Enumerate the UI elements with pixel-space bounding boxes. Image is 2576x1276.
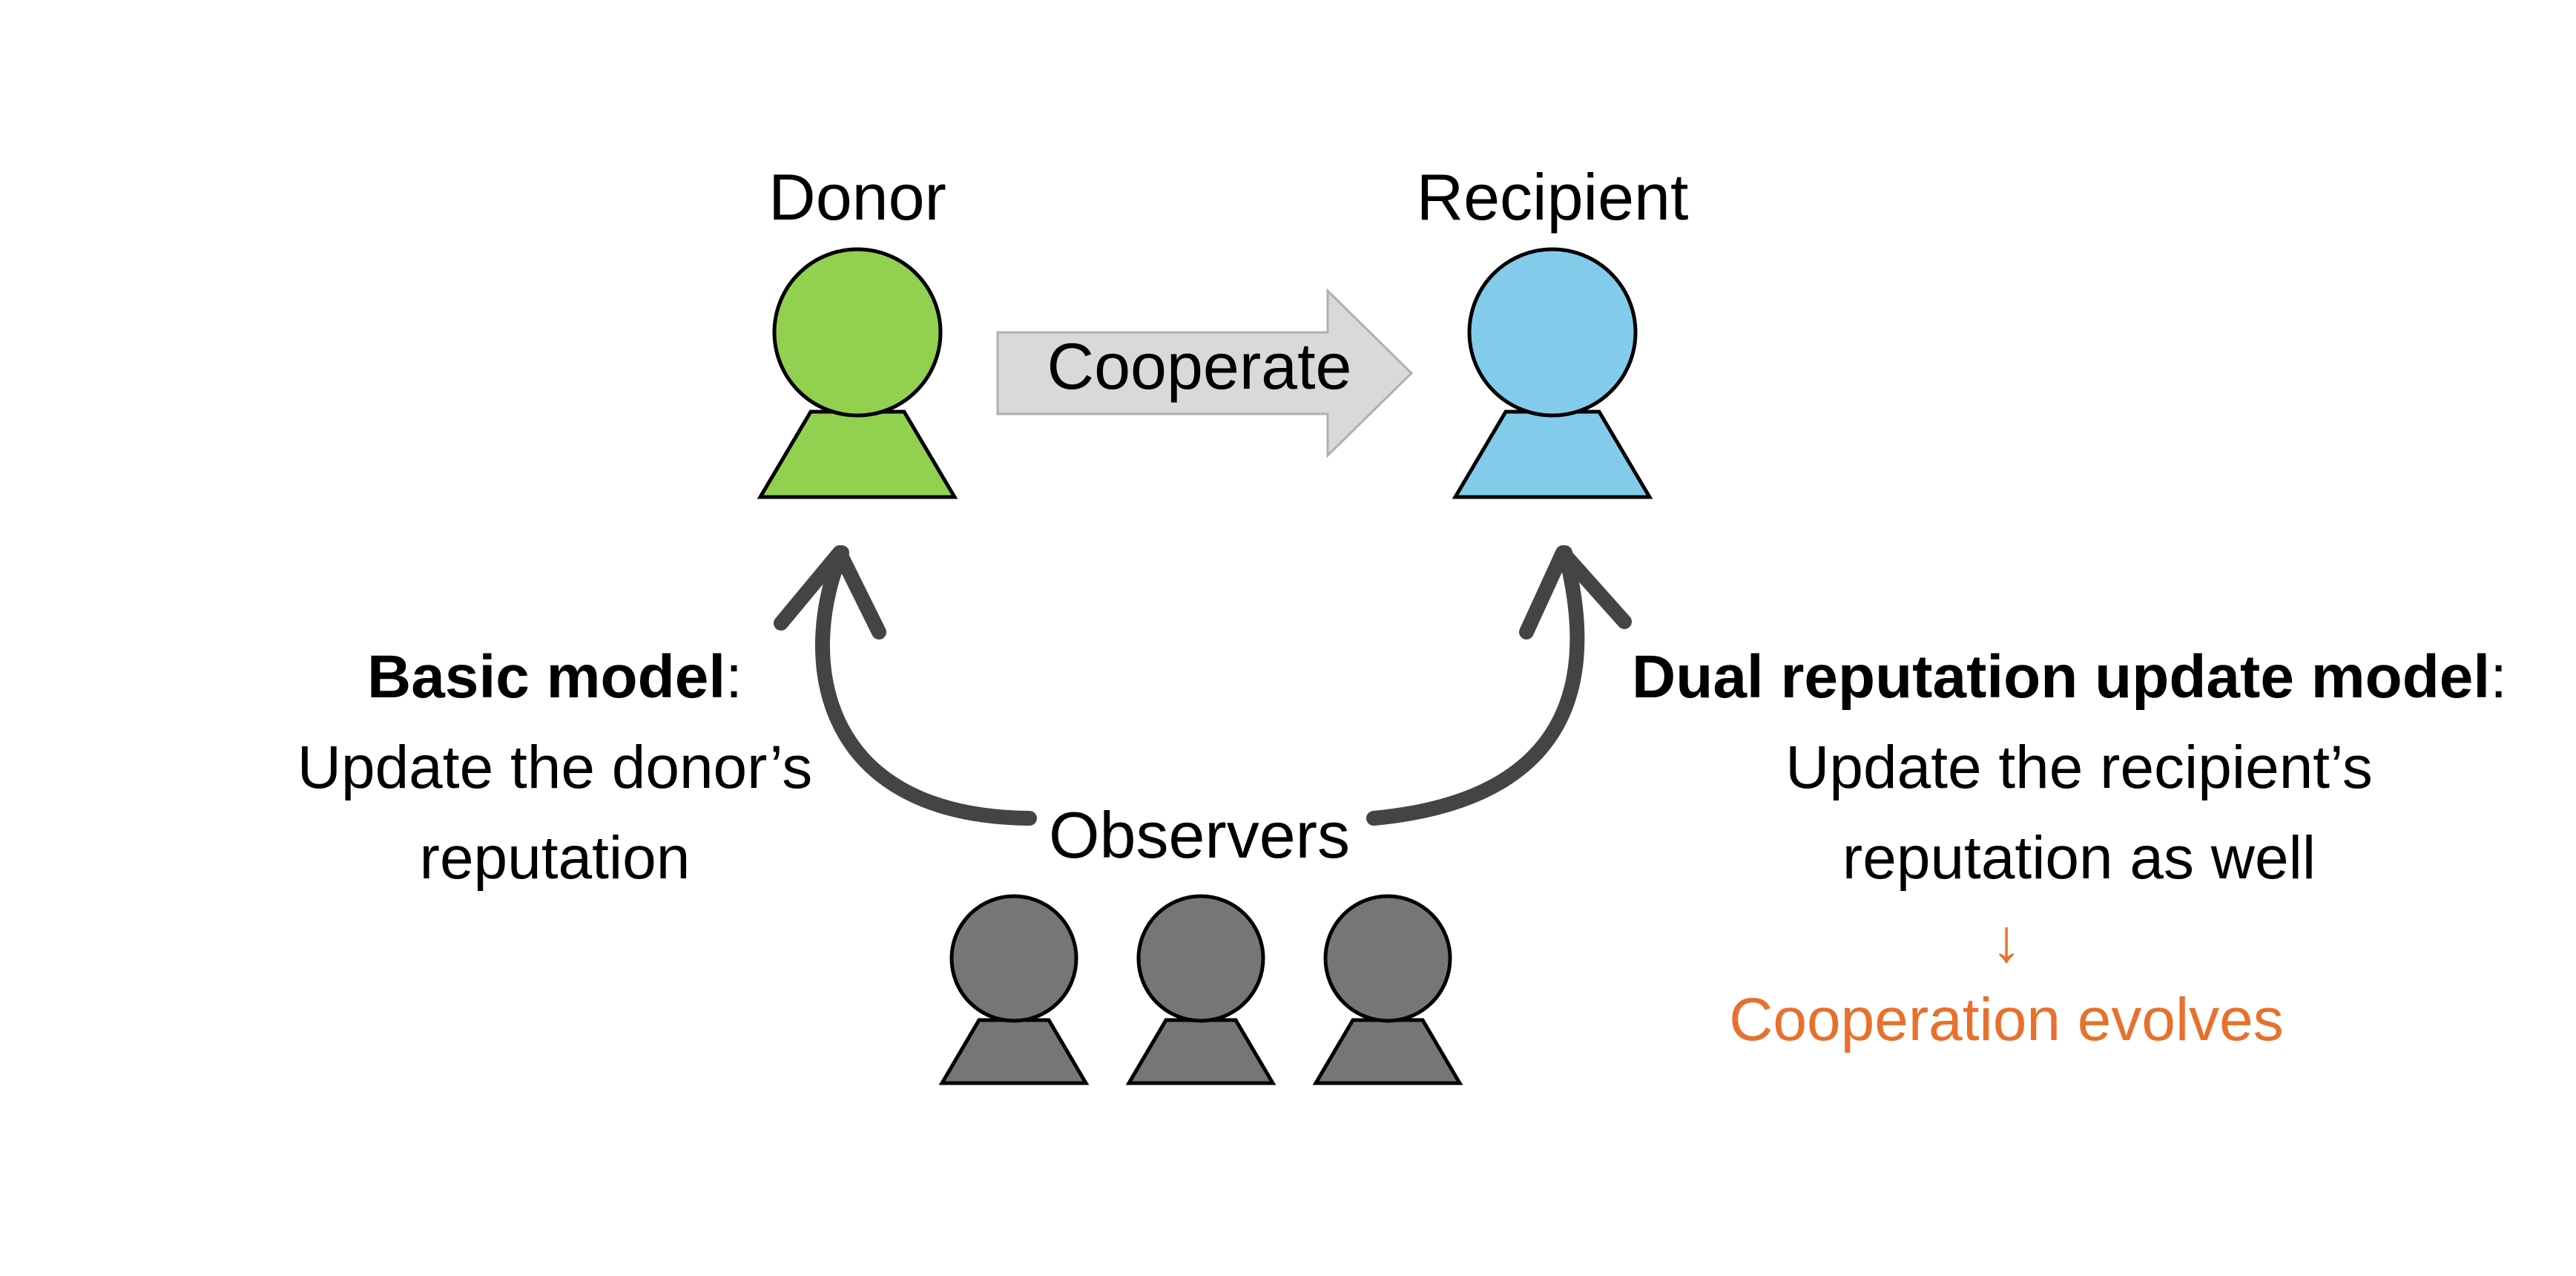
down-arrow-icon: ↓ xyxy=(1991,907,2022,975)
dual-model-description: Update the recipient’s reputation as wel… xyxy=(1785,723,2373,904)
cooperation-evolves-label: Cooperation evolves xyxy=(1729,986,2284,1053)
observe-recipient-arrow-icon xyxy=(1366,545,1632,826)
basic-model-caption: Basic model: Update the donor’s reputati… xyxy=(297,632,812,904)
dual-model-caption: Dual reputation update model: xyxy=(1632,632,2507,723)
recipient-label: Recipient xyxy=(1416,160,1689,234)
basic-model-title: Basic model: xyxy=(297,632,812,723)
cooperate-arrow-icon xyxy=(996,288,1414,458)
observer-person-icon xyxy=(1125,894,1277,1085)
observer-person-icon xyxy=(938,894,1090,1085)
donor-person-icon xyxy=(757,247,958,499)
donor-label: Donor xyxy=(768,160,946,234)
basic-model-title-colon: : xyxy=(725,643,742,711)
basic-model-line1: Update the donor’s xyxy=(297,734,813,801)
dual-model-line1: Update the recipient’s xyxy=(1785,734,2373,801)
dual-model-title: Dual reputation update model: xyxy=(1632,632,2507,723)
recipient-person-icon xyxy=(1452,247,1653,499)
observe-donor-arrow-icon xyxy=(774,545,1037,826)
cooperate-label: Cooperate xyxy=(1047,329,1352,403)
dual-model-line2: reputation as well xyxy=(1842,824,2316,892)
basic-model-line2: reputation xyxy=(419,824,691,892)
dual-model-title-text: Dual reputation update model xyxy=(1632,643,2491,711)
dual-model-title-colon: : xyxy=(2490,643,2507,711)
observer-person-icon xyxy=(1312,894,1463,1085)
basic-model-title-text: Basic model xyxy=(367,643,726,711)
observers-label: Observers xyxy=(1049,798,1350,872)
